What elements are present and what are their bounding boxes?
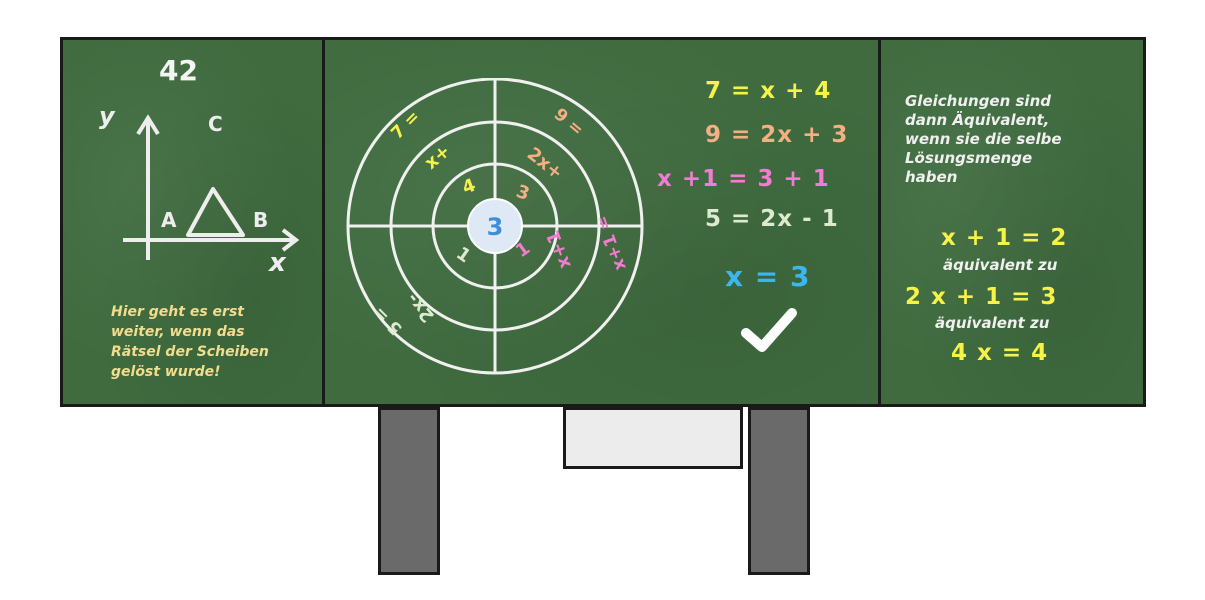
middle-ring-label: 2x+	[523, 143, 567, 184]
equivalence-label-2: äquivalent zu	[935, 314, 1050, 332]
board-tray	[563, 407, 743, 469]
middle-ring-label: 2x-	[402, 289, 438, 327]
inner-ring-label: 4	[460, 175, 479, 199]
example-equation-2: 2 x + 1 = 3	[905, 284, 1058, 310]
right-leg	[748, 407, 810, 575]
vertex-b-label: B	[253, 208, 269, 232]
center-board-panel: 3 4 3 1 1 x+ 2x+ x+1 2x- 7 = 9 = x+1 = 5…	[322, 37, 884, 407]
example-equation-3: 4 x = 4	[951, 340, 1049, 366]
hint-line: Hier geht es erst	[111, 304, 244, 320]
left-leg	[378, 407, 440, 575]
solution-text: x = 3	[725, 260, 811, 293]
hint-line: weiter, wenn das	[111, 324, 245, 340]
outer-ring-label: 5 =	[370, 302, 407, 339]
vertex-a-label: A	[161, 208, 177, 232]
rule-note-line: wenn sie die selbe	[905, 130, 1062, 148]
middle-ring-label: x+1	[543, 227, 576, 271]
equation-line: 9 = 2x + 3	[705, 122, 849, 148]
equivalence-label-1: äquivalent zu	[943, 256, 1058, 274]
center-hub	[467, 198, 523, 254]
center-value: 3	[487, 213, 504, 241]
middle-ring-label: x+	[421, 141, 455, 174]
hint-text: Hier geht es erst weiter, wenn das Rätse…	[111, 302, 269, 382]
equation-line: 5 = 2x - 1	[705, 206, 839, 232]
checkmark-icon	[741, 308, 797, 352]
triangle-shape	[186, 187, 245, 237]
inner-ring-label: 1	[512, 238, 534, 262]
x-axis-arrow	[281, 228, 300, 252]
right-board-panel: Gleichungen sind dann Äquivalent, wenn s…	[878, 37, 1146, 407]
rotating-discs-puzzle[interactable]: 3 4 3 1 1 x+ 2x+ x+1 2x- 7 = 9 = x+1 = 5…	[343, 78, 653, 378]
left-board-panel: 42 y x A B C Hier geht es erst weiter, w…	[60, 37, 328, 407]
rule-note-line: dann Äquivalent,	[905, 111, 1050, 129]
axis-x-label: x	[269, 248, 286, 278]
example-equation-1: x + 1 = 2	[941, 225, 1068, 251]
vertex-c-label: C	[208, 112, 223, 136]
hint-line: Rätsel der Scheiben	[111, 344, 269, 360]
triangle-graph	[123, 114, 300, 260]
rule-note-line: Lösungsmenge	[905, 149, 1033, 167]
rule-note: Gleichungen sind dann Äquivalent, wenn s…	[905, 92, 1062, 187]
outer-ring-label: 7 =	[387, 107, 424, 144]
outer-ring-label: 9 =	[550, 105, 587, 141]
axis-y-label: y	[99, 102, 115, 130]
rule-note-line: Gleichungen sind	[905, 92, 1051, 110]
inner-ring-label: 3	[513, 181, 532, 205]
equation-line: x +1 = 3 + 1	[657, 166, 830, 192]
score-counter: 42	[159, 54, 198, 87]
y-axis-arrow	[136, 114, 160, 136]
rule-note-line: haben	[905, 168, 958, 186]
hint-line: gelöst wurde!	[111, 364, 221, 380]
equation-line: 7 = x + 4	[705, 78, 832, 104]
inner-ring-label: 1	[452, 243, 474, 267]
